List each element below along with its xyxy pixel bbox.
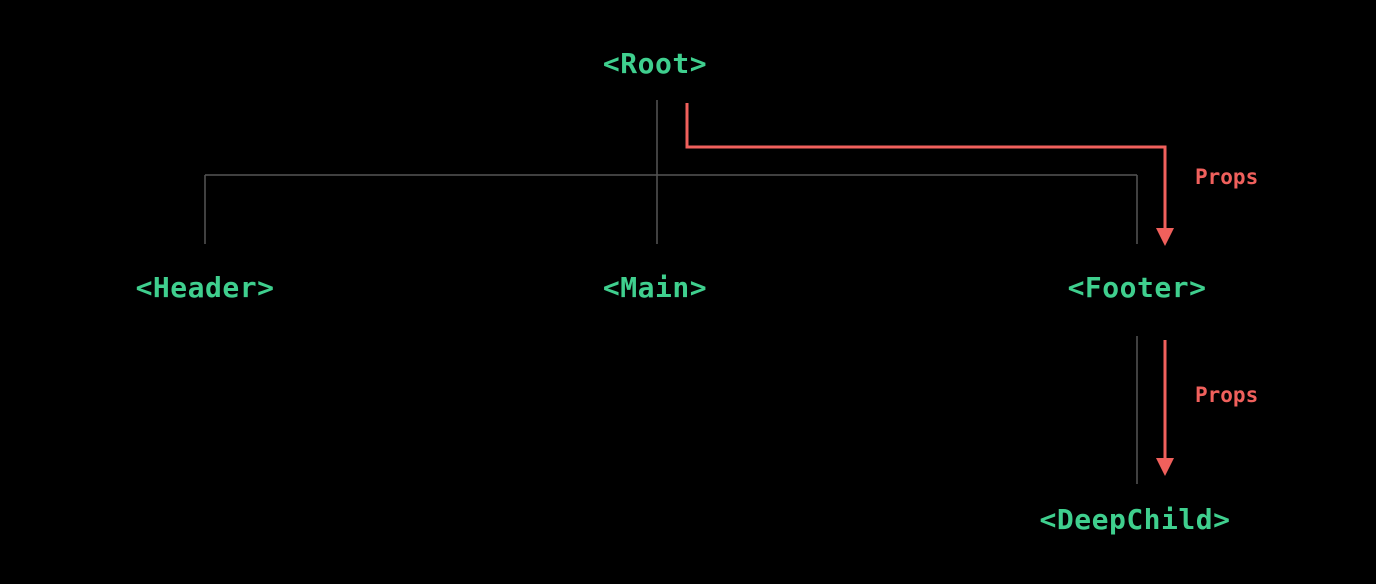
arrowhead-icon (1156, 458, 1174, 476)
props-label-root-to-footer: Props (1195, 165, 1259, 189)
node-root: <Root> (602, 47, 708, 80)
node-main: <Main> (602, 271, 708, 304)
props-arrow-root-to-footer (685, 103, 1167, 232)
props-label-footer-to-deepchild: Props (1195, 383, 1259, 407)
arrowhead-icon (1156, 228, 1174, 246)
node-footer: <Footer> (1067, 271, 1207, 304)
node-header: <Header> (135, 271, 275, 304)
node-deepchild: <DeepChild> (1039, 503, 1231, 536)
